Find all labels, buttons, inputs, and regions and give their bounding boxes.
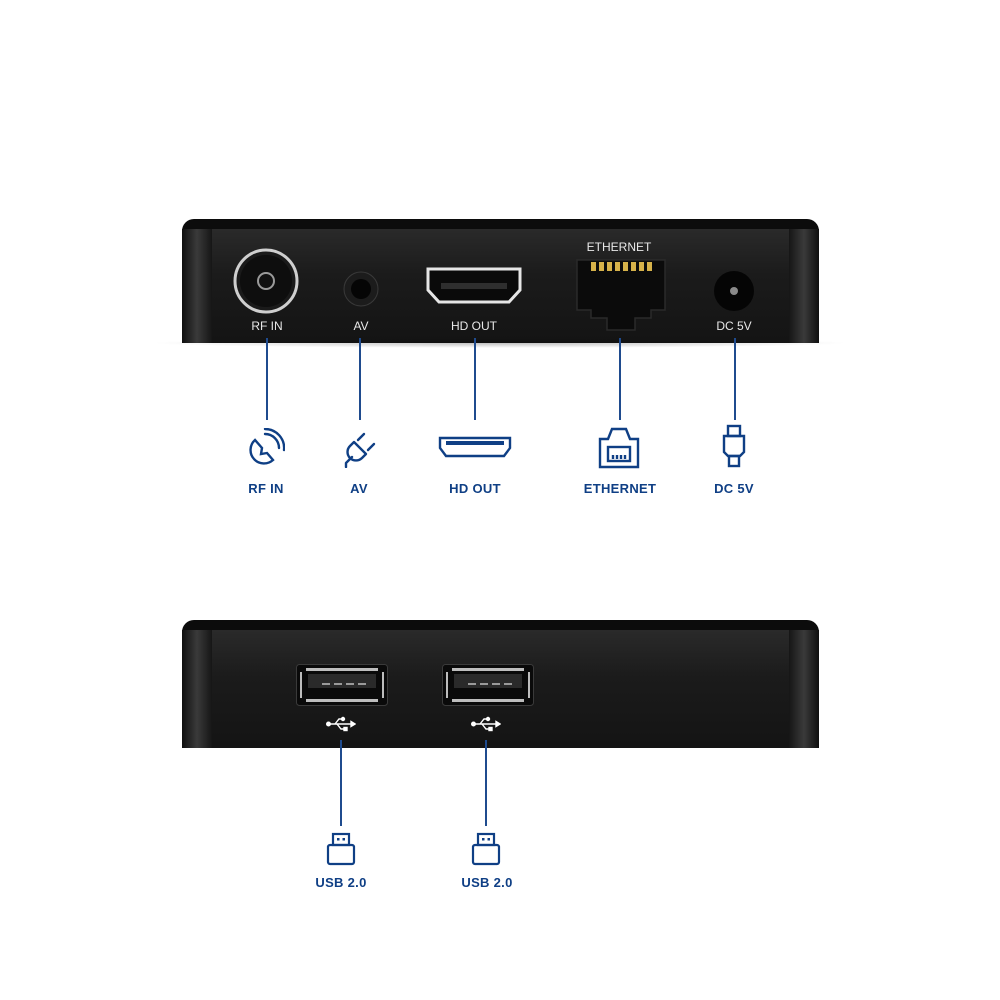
dc-5v-callout-label: DC 5V — [714, 481, 754, 496]
usb-a-port-icon — [442, 664, 534, 706]
side-panel-right-edge — [789, 630, 819, 748]
hdmi-icon — [438, 436, 512, 460]
av-callout-label: AV — [350, 481, 368, 496]
usb-plug-icon — [470, 832, 502, 866]
usb-2-callout-label: USB 2.0 — [461, 875, 513, 890]
ethernet-icon — [598, 425, 640, 469]
side-panel-top-edge — [182, 620, 819, 632]
usb-symbol-icon — [471, 716, 501, 732]
satellite-dish-icon — [245, 428, 285, 468]
dc-5v-port-label: DC 5V — [716, 319, 752, 333]
back-panel-left-edge — [182, 229, 212, 343]
back-panel-right-edge — [789, 229, 819, 343]
av-jack-icon — [343, 271, 379, 307]
rf-in-callout-label: RF IN — [248, 481, 284, 496]
usb-a-port-icon — [296, 664, 388, 706]
hd-out-callout-label: HD OUT — [449, 481, 501, 496]
ethernet-connector-line — [619, 338, 621, 420]
side-panel-left-edge — [182, 630, 212, 748]
coax-rf-icon — [233, 248, 299, 314]
dc-connector-icon — [722, 424, 746, 470]
av-connector-line — [359, 338, 361, 420]
back-panel-shadow — [150, 338, 850, 348]
dc-jack-icon — [713, 270, 755, 312]
back-panel-top-edge — [182, 219, 819, 231]
usb-symbol-icon — [326, 716, 356, 732]
usb-plug-icon — [325, 832, 357, 866]
rf-in-port-label: RF IN — [251, 319, 283, 333]
usb-1-callout-label: USB 2.0 — [315, 875, 367, 890]
usb-1-connector-line — [340, 740, 342, 826]
rf-in-connector-line — [266, 338, 268, 420]
usb-2-connector-line — [485, 740, 487, 826]
power-plug-icon — [340, 428, 380, 468]
hd-out-connector-line — [474, 338, 476, 420]
rj45-port-icon — [575, 258, 667, 334]
ethernet-callout-label: ETHERNET — [583, 481, 657, 496]
ethernet-port-label: ETHERNET — [586, 240, 652, 254]
hd-out-port-label: HD OUT — [451, 319, 497, 333]
dc-5v-connector-line — [734, 338, 736, 420]
hdmi-port-icon — [425, 266, 523, 306]
av-port-label: AV — [353, 319, 369, 333]
